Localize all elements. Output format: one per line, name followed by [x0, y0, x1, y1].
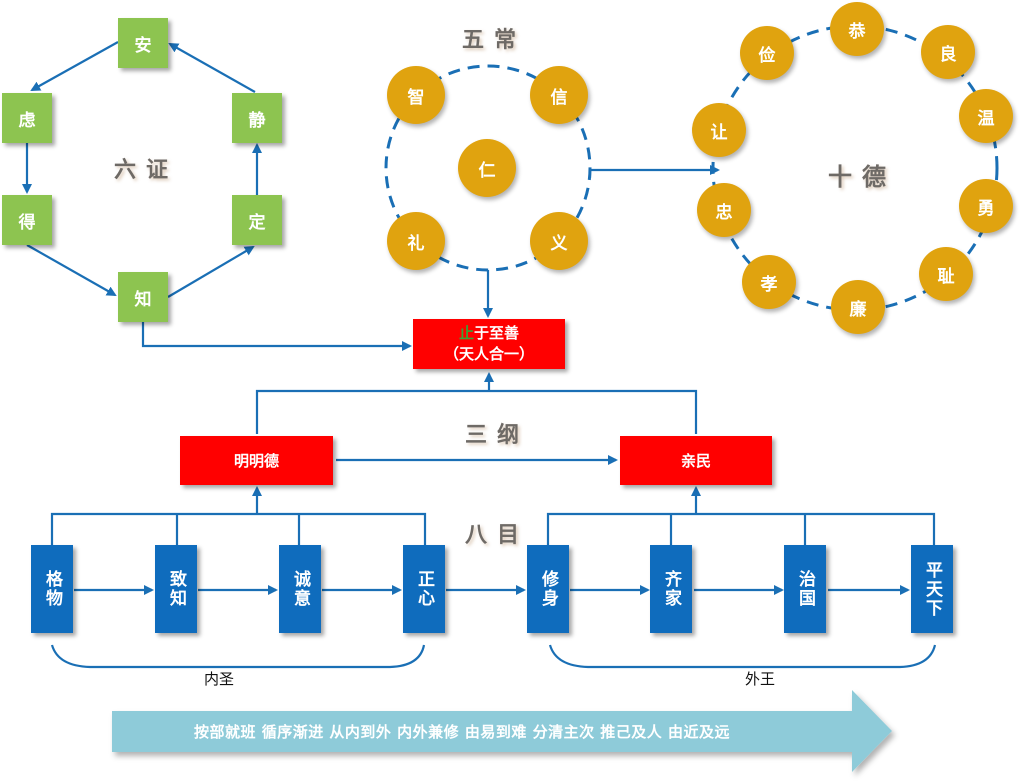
- five-constants-node-xin: 信: [530, 66, 588, 124]
- ten-virtues-node-lian: 廉: [831, 280, 885, 334]
- arrow-de-to-zhi: [26, 244, 117, 296]
- goal-highlight-char: 止: [458, 324, 474, 342]
- principle-mingmingde: 明明德: [180, 436, 333, 485]
- six-proofs-node-ding: 定: [232, 195, 282, 245]
- item-gewu: 格物: [31, 545, 73, 633]
- ten-virtues-node-jian: 俭: [740, 26, 794, 80]
- item-zhizhi: 致知: [155, 545, 197, 633]
- item-pingtianxia: 平天下: [911, 545, 953, 633]
- ten-virtues-node-wen: 温: [959, 89, 1013, 143]
- ten-virtues-title: 十德: [828, 162, 896, 191]
- six-proofs-node-zhi: 知: [118, 272, 168, 322]
- item-zhengxin: 正心: [403, 545, 445, 633]
- three-principles-title: 三纲: [465, 422, 530, 448]
- ten-virtues-node-yong: 勇: [959, 179, 1013, 233]
- outer-king-label: 外王: [745, 670, 776, 688]
- ten-virtues-node-chi: 耻: [919, 247, 973, 301]
- arrow-an-to-lv: [30, 41, 119, 91]
- brace-inner: [50, 644, 426, 669]
- item-xiushen: 修身: [527, 545, 569, 633]
- ten-virtues-node-gong: 恭: [830, 2, 884, 56]
- goal-line2: （天人合一）: [443, 345, 534, 363]
- ten-virtues-node-liang: 良: [921, 25, 975, 79]
- item-zhiguo: 治国: [784, 545, 826, 633]
- bus-inner: [50, 512, 427, 545]
- arrow-zhi-to-goal: [141, 322, 412, 351]
- ten-virtues-node-zhong: 忠: [697, 183, 751, 237]
- arrow-jing-to-an: [168, 43, 256, 93]
- ten-virtues-node-xiao: 孝: [742, 255, 796, 309]
- five-constants-node-ren: 仁: [458, 139, 516, 197]
- item-chengyi: 诚意: [279, 545, 321, 633]
- five-constants-node-zhi: 智: [387, 66, 445, 124]
- five-constants-title: 五常: [462, 27, 527, 53]
- six-proofs-node-an: 安: [118, 18, 168, 68]
- goal-line1-rest: 于至善: [474, 324, 520, 342]
- goal-box: 止于至善 （天人合一）: [413, 319, 565, 369]
- arrow-zhi-to-ding: [167, 245, 255, 298]
- principle-qinmin: 亲民: [620, 436, 772, 485]
- six-proofs-title: 六证: [114, 157, 179, 183]
- six-proofs-node-lv: 虑: [2, 93, 52, 143]
- five-constants-node-li: 礼: [387, 212, 445, 270]
- five-constants-node-yi: 义: [530, 212, 588, 270]
- six-proofs-node-de: 得: [2, 195, 52, 245]
- eight-items-title: 八目: [465, 522, 530, 548]
- item-qijia: 齐家: [650, 545, 692, 633]
- brace-outer: [548, 644, 937, 669]
- arrow-five-to-ten: [588, 165, 720, 178]
- six-proofs-node-jing: 静: [232, 93, 282, 143]
- inner-sage-label: 内圣: [204, 670, 235, 688]
- ten-virtues-node-rang: 让: [692, 103, 746, 157]
- goal-line1: 止于至善: [459, 323, 519, 344]
- banner-text: 按部就班 循序渐进 从内到外 内外兼修 由易到难 分清主次 推己及人 由近及远: [193, 722, 731, 741]
- bus-outer: [546, 512, 936, 545]
